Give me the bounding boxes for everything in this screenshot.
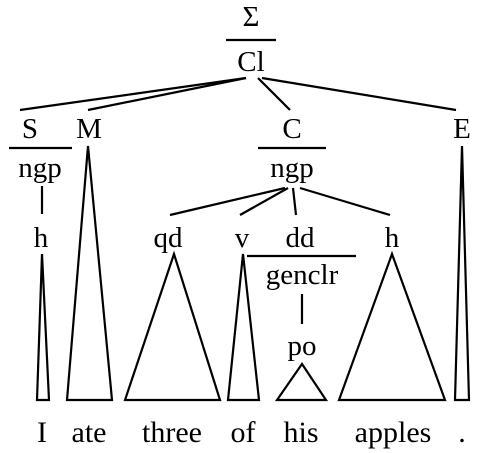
subject-label: S [22, 113, 38, 145]
branch-ngp-v [239, 187, 289, 216]
branch-ngp-dd [291, 187, 298, 216]
complement-label: C [282, 113, 301, 145]
sentence-word: his [283, 416, 318, 449]
sentence-word: I [37, 416, 47, 449]
quantifier-label: qd [154, 222, 184, 254]
root-sigma-label: Σ [243, 1, 260, 33]
sentence-word: ate [72, 416, 107, 449]
branch-root-m [87, 76, 247, 112]
triangle-quantifier [123, 250, 222, 402]
triangle-complement-head [337, 250, 447, 402]
deictic-label: dd [286, 222, 316, 254]
triangle-possessor [274, 362, 329, 402]
branch-ngp-h [299, 186, 391, 217]
complement-head-label: h [385, 222, 400, 254]
main-verb-label: M [76, 113, 102, 145]
possessor-label: po [288, 330, 317, 362]
sentence-word: of [231, 416, 256, 449]
ending-label: E [453, 113, 471, 145]
triangle-main-verb [65, 145, 114, 402]
complement-ngp-label: ngp [270, 152, 314, 184]
genitive-cluster-label: genclr [266, 259, 339, 291]
triangle-subject-head [35, 253, 51, 402]
selector-label: v [235, 222, 250, 254]
sentence-word: three [142, 416, 202, 449]
sentence-word: apples [355, 416, 432, 449]
triangle-selector [226, 253, 261, 402]
branch-root-c [257, 77, 291, 111]
subject-head-label: h [34, 222, 49, 254]
root-clause-label: Cl [237, 46, 264, 78]
branch-root-e [261, 76, 457, 112]
sentence-word: . [458, 416, 466, 449]
branch-ngp-qd [169, 186, 286, 217]
triangle-ending [453, 145, 471, 402]
subject-ngp-label: ngp [18, 152, 62, 184]
branch-root-s [19, 76, 247, 112]
